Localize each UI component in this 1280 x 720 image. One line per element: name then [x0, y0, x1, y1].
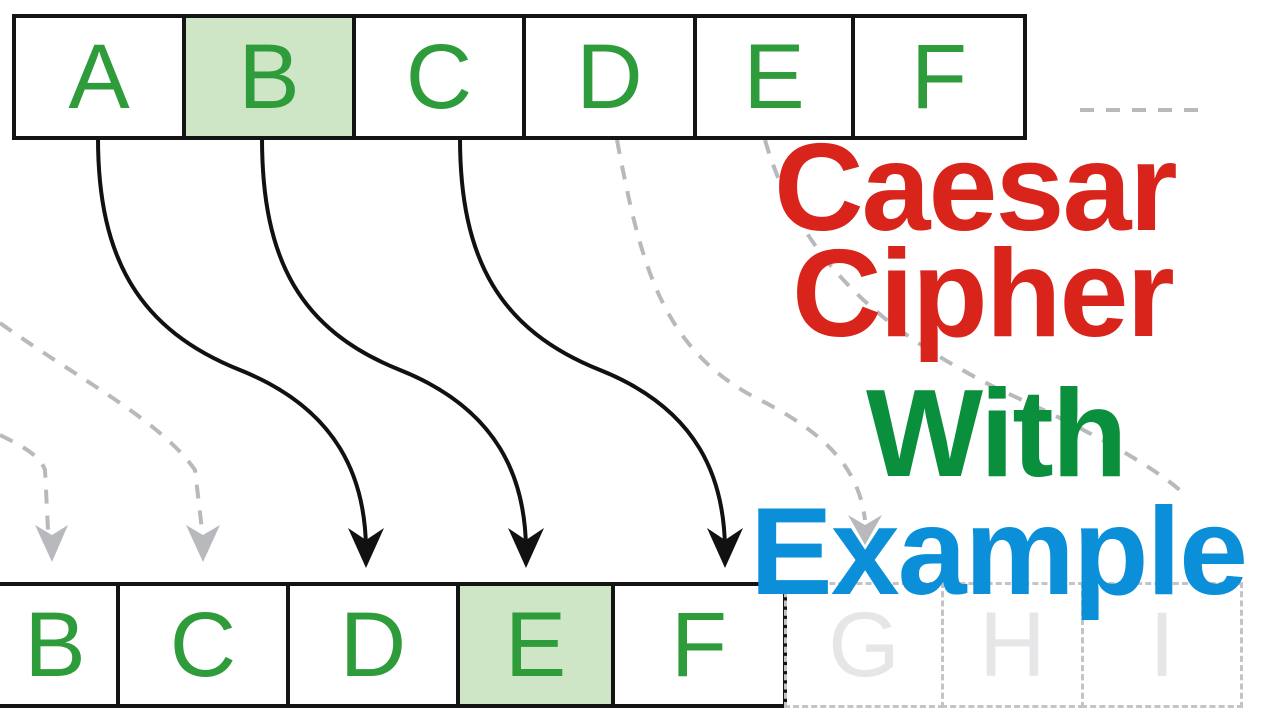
cipher-cell-f: F — [611, 582, 787, 708]
cipher-cell-d: D — [286, 582, 460, 708]
cipher-cell-c: C — [116, 582, 290, 708]
plain-cell-c: C — [352, 14, 526, 140]
ghost-cell-h: H — [941, 582, 1084, 708]
black-arrowhead-icon — [508, 528, 544, 568]
cell-letter: H — [979, 593, 1046, 696]
plain-cell-b: B — [182, 14, 356, 140]
cell-letter: F — [670, 593, 728, 696]
plain-cell-e: E — [693, 14, 855, 140]
cell-letter: G — [828, 593, 900, 696]
cell-letter: A — [68, 25, 130, 128]
title-example: Example — [750, 483, 1248, 621]
arrow-c-to-f — [458, 137, 727, 549]
ghost-cell-i: I — [1081, 582, 1243, 708]
gray-arrowhead-icon — [35, 525, 68, 562]
cipher-alphabet-row: B C D E F G H I — [0, 582, 1243, 708]
cell-letter: D — [339, 593, 407, 696]
cipher-cell-e: E — [456, 582, 615, 708]
arrow-a-to-d — [96, 137, 368, 549]
cell-letter: B — [24, 593, 86, 696]
dashed-gray-arrows — [0, 108, 1200, 531]
cell-letter: E — [504, 593, 567, 696]
gray-arrowhead-icon — [186, 525, 220, 562]
title-with: With — [866, 365, 1127, 503]
cell-letter: B — [238, 25, 300, 128]
black-arrowhead-icon — [348, 528, 384, 568]
plain-cell-d: D — [522, 14, 697, 140]
title-cipher: Cipher — [792, 225, 1175, 363]
plain-cell-a: A — [12, 14, 186, 140]
gray-arrowhead-icon — [848, 515, 882, 545]
title-caesar: Caesar — [774, 119, 1178, 257]
cell-letter: F — [910, 25, 968, 128]
black-arrowhead-icon — [707, 528, 743, 568]
cell-letter: C — [405, 25, 473, 128]
plain-cell-f: F — [851, 14, 1027, 140]
arrow-b-to-e — [260, 137, 528, 549]
cell-letter: E — [743, 25, 805, 128]
cell-letter: D — [576, 25, 643, 128]
cell-letter: I — [1149, 593, 1175, 696]
plaintext-alphabet-row: A B C D E F — [12, 14, 1027, 140]
cipher-cell-b: B — [0, 582, 120, 708]
cell-letter: C — [169, 593, 237, 696]
